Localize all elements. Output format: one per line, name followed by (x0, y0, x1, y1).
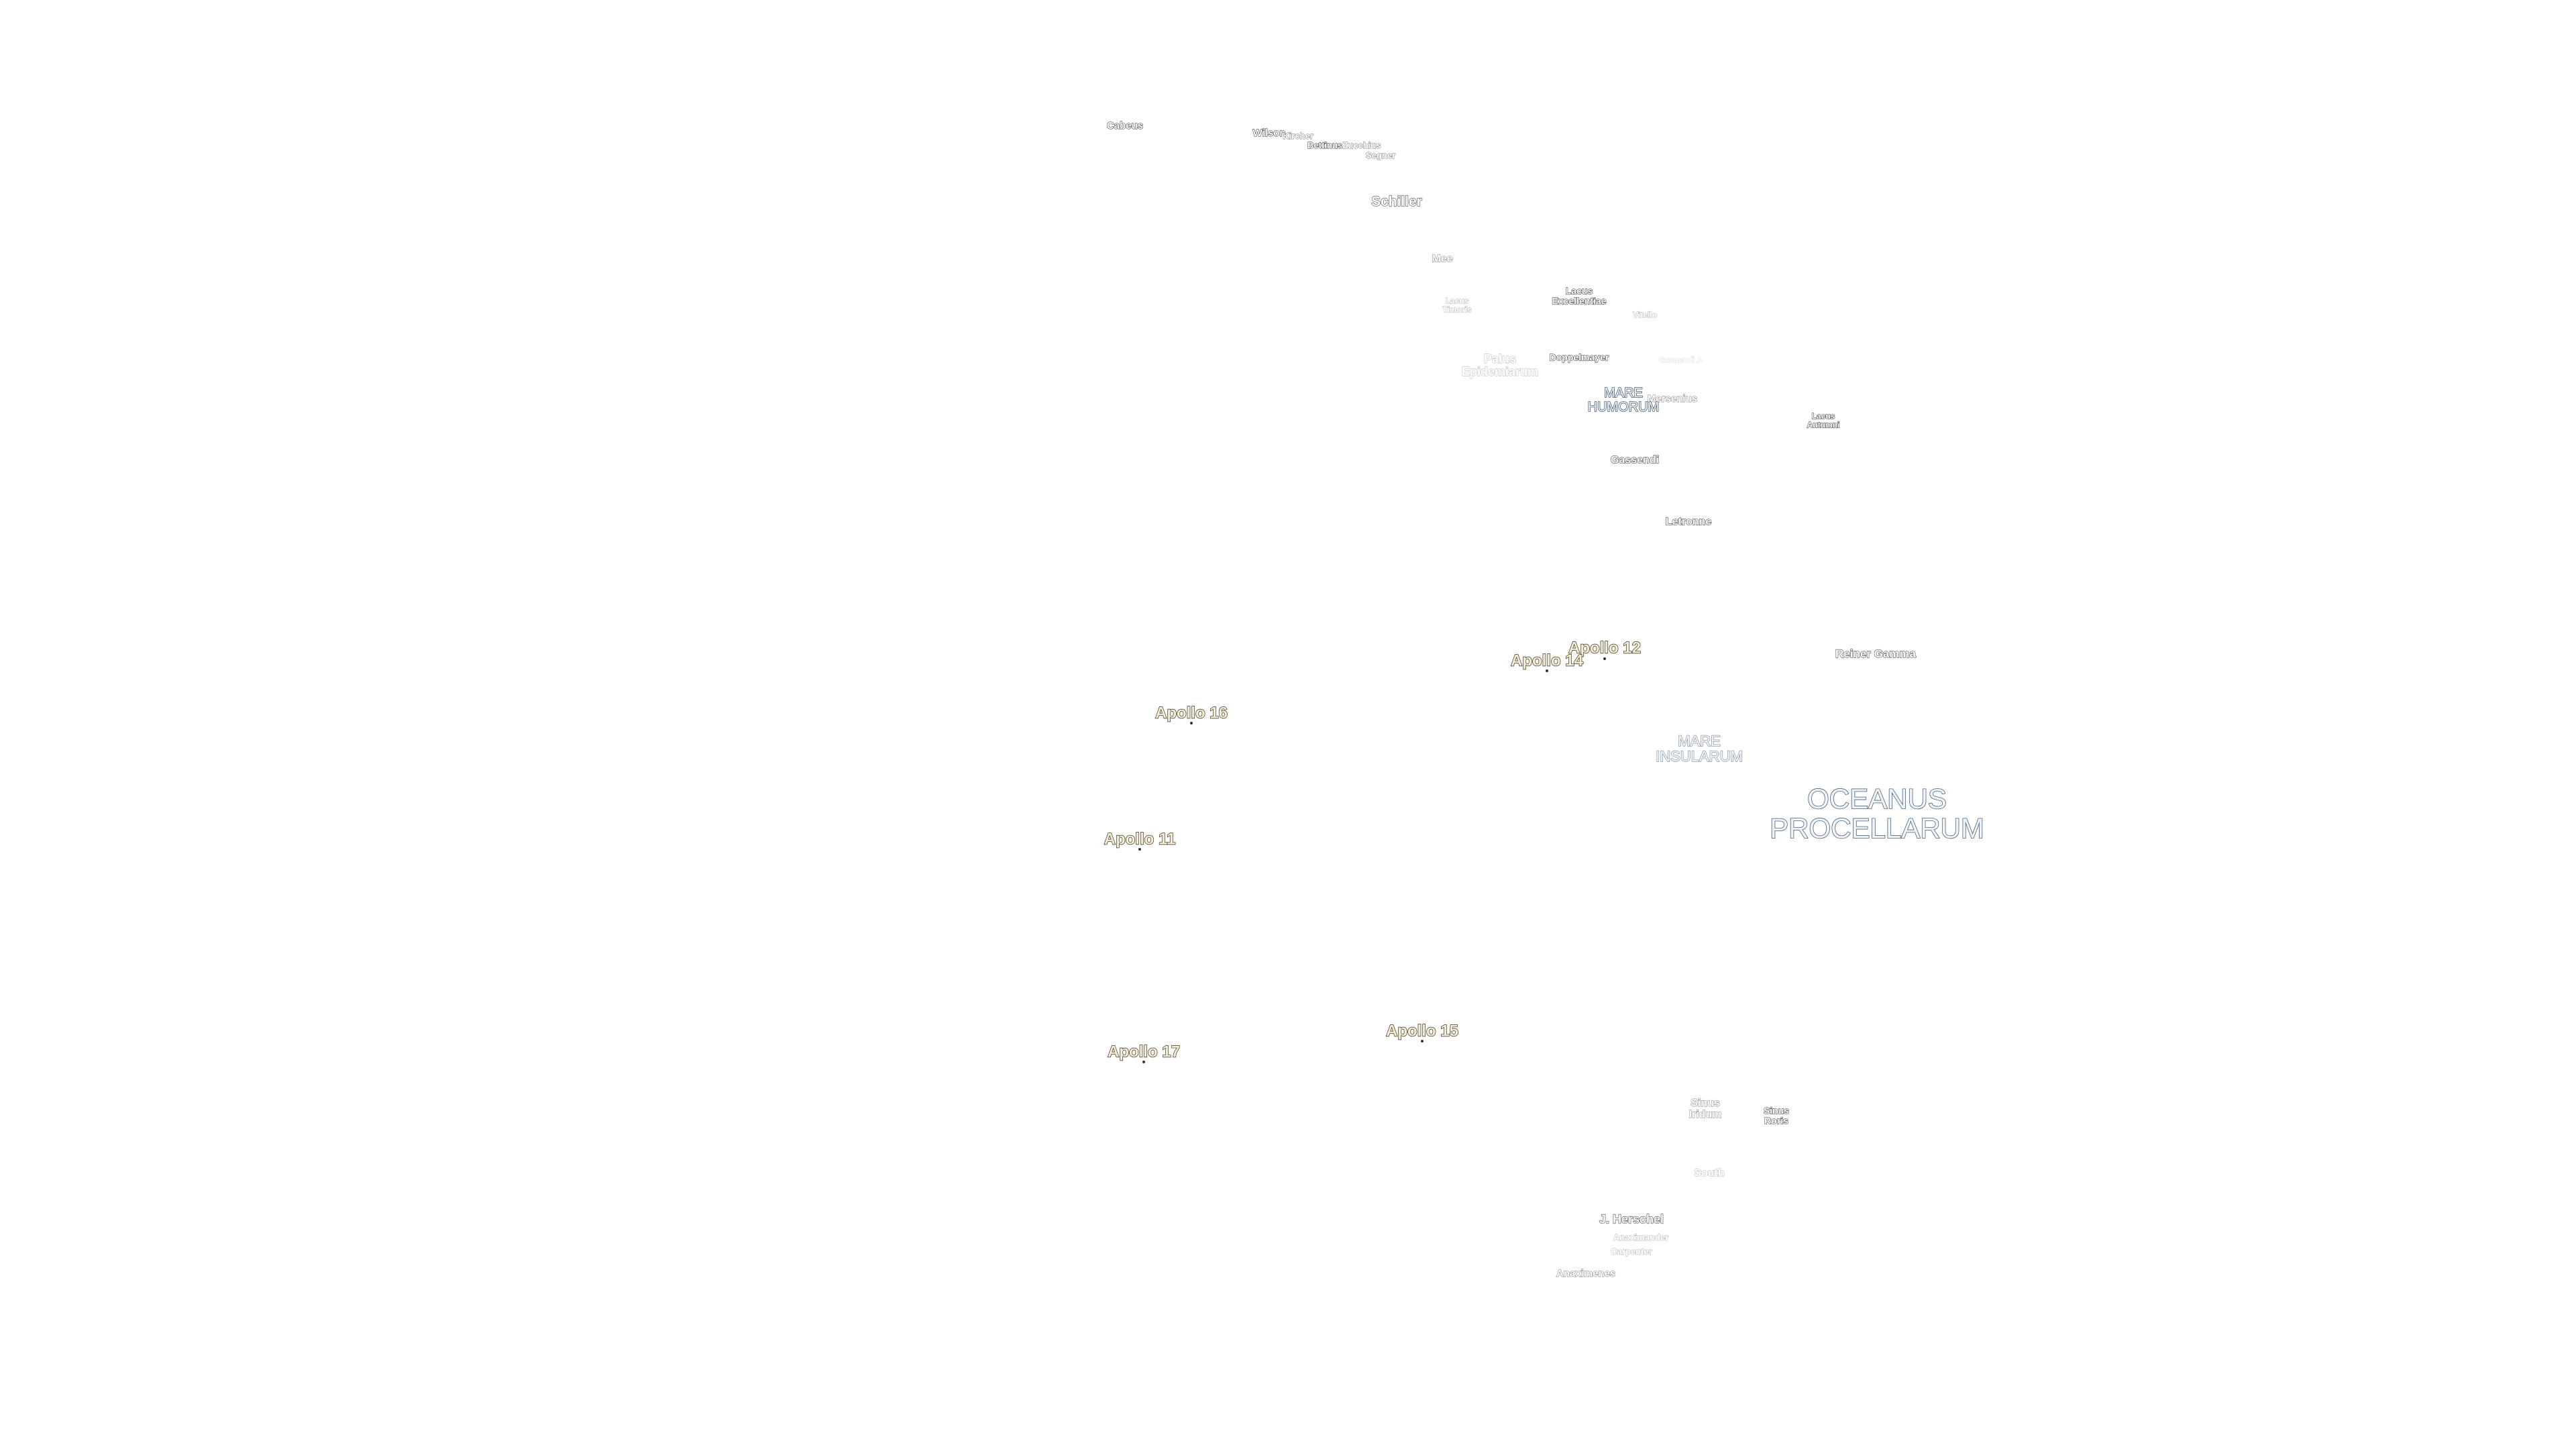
landing-label-apollo-17[interactable]: Apollo 17 (1107, 1042, 1181, 1061)
crater-label-schiller: Schiller (1371, 193, 1422, 209)
lacus-label-timoris: Lacus Timoris (1442, 296, 1472, 314)
crater-label-carpenter: Carpenter (1611, 1246, 1653, 1257)
crater-label-zucchius: Zucchius (1342, 140, 1381, 151)
crater-label-j-herschel: J. Herschel (1599, 1212, 1664, 1226)
palus-label-epidemiarum: Palus Epidemiarum (1461, 352, 1539, 378)
lacus-label-excellentiae: Lacus Excellentiae (1552, 285, 1607, 306)
crater-label-south: South (1694, 1167, 1725, 1179)
crater-label-anaximenes: Anaximenes (1556, 1268, 1616, 1280)
landing-label-apollo-15[interactable]: Apollo 15 (1385, 1022, 1459, 1040)
landing-marker-apollo-14[interactable] (1546, 669, 1548, 672)
landing-label-apollo-16[interactable]: Apollo 16 (1155, 704, 1228, 722)
lacus-label-autumni: Lacus Autumni (1807, 411, 1840, 429)
landing-marker-apollo-15[interactable] (1421, 1040, 1424, 1042)
crater-label-letronne: Letronne (1665, 516, 1712, 528)
sinus-label-iridum: Sinus Iridum (1688, 1097, 1722, 1121)
landing-label-apollo-11[interactable]: Apollo 11 (1104, 830, 1176, 849)
landing-label-apollo-12[interactable]: Apollo 12 (1568, 639, 1642, 657)
crater-label-doppelmayer: Doppelmayer (1549, 352, 1609, 363)
crater-label-kircher: Kircher (1283, 131, 1314, 142)
landing-marker-apollo-16[interactable] (1190, 722, 1193, 724)
crater-label-cabeus: Cabeus (1106, 120, 1144, 132)
landing-label-apollo-14[interactable]: Apollo 14 (1510, 651, 1584, 670)
landing-marker-apollo-12[interactable] (1603, 657, 1606, 660)
crater-label-mersenius: Mersenius (1647, 393, 1698, 405)
crater-label-vitello: Vitello (1633, 310, 1658, 320)
landing-marker-apollo-17[interactable] (1142, 1061, 1145, 1063)
sinus-label-roris: Sinus Roris (1763, 1105, 1790, 1126)
crater-label-gassendi-a: Gassendi A (1658, 355, 1703, 365)
crater-label-bettinus: Bettinus (1307, 140, 1342, 151)
mare-label-humorum: MARE HUMORUM (1587, 386, 1660, 415)
oceanus-label-procellarum: OCEANUS PROCELLARUM (1769, 782, 1984, 844)
crater-label-mee: Mee (1432, 253, 1453, 265)
feature-label-reiner-gamma: Reiner Gamma (1835, 647, 1916, 661)
crater-label-anaximander: Anaximander (1613, 1232, 1669, 1243)
mare-label-insularum: MARE INSULARUM (1655, 732, 1743, 765)
crater-label-gassendi: Gassendi (1610, 454, 1660, 466)
crater-label-wilson: Wilson (1252, 127, 1286, 140)
crater-label-segner: Segner (1365, 150, 1396, 161)
landing-marker-apollo-11[interactable] (1138, 848, 1141, 851)
